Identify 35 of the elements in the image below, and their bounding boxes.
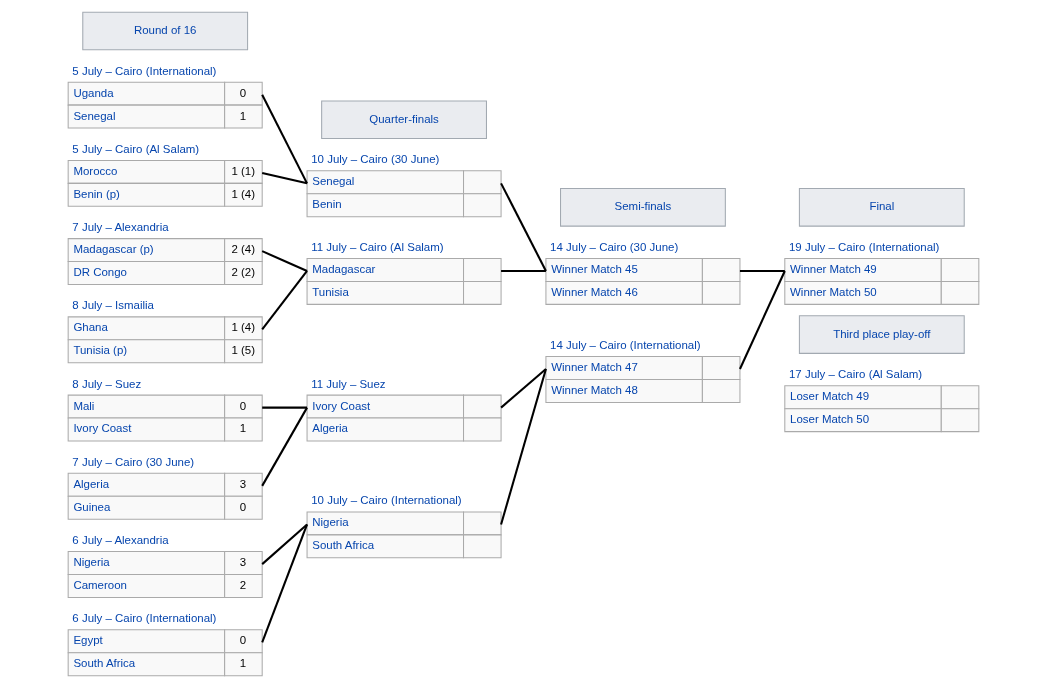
- node-label: 7 July – Cairo (30 June): [72, 455, 195, 468]
- connector: [262, 406, 308, 409]
- label: Quarter-finals: [369, 112, 439, 125]
- node-label: 11 July – Suez: [311, 377, 386, 390]
- connector: [501, 269, 546, 273]
- node-label: 14 July – Cairo (30 June): [550, 240, 679, 253]
- node-label: 11 July – Cairo (Al Salam): [311, 240, 444, 253]
- label: Third place play-off: [833, 327, 931, 340]
- label: Round of 16: [133, 23, 197, 36]
- connector: [739, 269, 785, 273]
- connector: [261, 270, 308, 331]
- connector: [261, 524, 309, 643]
- node-label: 19 July – Cairo (International): [788, 240, 940, 253]
- connector: [261, 94, 308, 184]
- connector: [261, 407, 308, 487]
- label: Semi-finals: [614, 200, 672, 213]
- node-label: 7 July – Alexandria: [72, 221, 169, 234]
- node-label: 10 July – Cairo (30 June): [311, 153, 440, 166]
- node-label: 14 July – Cairo (International): [550, 339, 701, 352]
- node-label: 8 July – Ismailia: [72, 299, 154, 312]
- node-label: 5 July – Cairo (International): [72, 64, 217, 77]
- node-label: 6 July – Alexandria: [72, 534, 169, 547]
- connector: [261, 250, 308, 272]
- connector: [261, 171, 308, 185]
- connector: [261, 523, 308, 565]
- connector: [500, 368, 547, 525]
- node-label: 6 July – Cairo (International): [72, 612, 217, 625]
- label: Final: [869, 200, 895, 213]
- connector: [500, 368, 547, 409]
- node-label: 10 July – Cairo (International): [311, 494, 462, 507]
- connector: [739, 270, 786, 370]
- node-label: 8 July – Suez: [72, 377, 142, 390]
- connector: [500, 182, 547, 272]
- node-label: 17 July – Cairo (Al Salam): [788, 368, 923, 381]
- node-label: 5 July – Cairo (Al Salam): [72, 142, 200, 155]
